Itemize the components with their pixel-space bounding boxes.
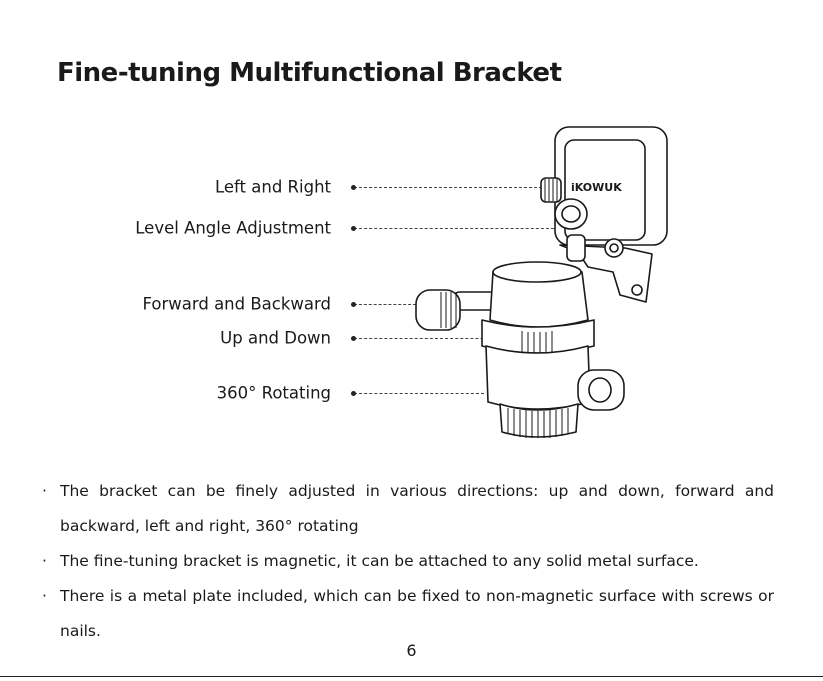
list-item: · There is a metal plate included, which… xyxy=(42,579,774,649)
bracket-illustration: iKOWUK xyxy=(415,126,668,438)
leader-line-level-angle xyxy=(351,225,559,231)
leader-dot xyxy=(351,225,356,231)
brand-logo: iKOWUK xyxy=(571,181,622,194)
bullet-mark: · xyxy=(42,482,47,500)
list-item: · The bracket can be finely adjusted in … xyxy=(42,474,774,544)
leader-line-left-right xyxy=(351,184,542,190)
callout-left-right: Left and Right xyxy=(214,177,331,197)
callout-forward-backward: Forward and Backward xyxy=(142,294,331,314)
bullet-text: The fine-tuning bracket is magnetic, it … xyxy=(60,552,699,570)
list-item: · The fine-tuning bracket is magnetic, i… xyxy=(42,544,774,579)
leader-line-forward-backward xyxy=(351,301,416,307)
left-right-knob xyxy=(540,177,562,203)
bullet-mark: · xyxy=(42,552,47,570)
leader-line-up-down xyxy=(351,335,524,341)
page-title: Fine-tuning Multifunctional Bracket xyxy=(57,58,562,88)
callout-up-down: Up and Down xyxy=(220,328,331,348)
callout-level-angle: Level Angle Adjustment xyxy=(135,218,331,238)
feature-list: · The bracket can be finely adjusted in … xyxy=(42,474,774,649)
leader-line-360-rotating xyxy=(351,390,484,396)
leader-dot xyxy=(351,335,356,341)
rotating-base xyxy=(485,345,591,410)
forward-backward-knob xyxy=(415,289,461,331)
leader-dot xyxy=(351,184,356,190)
bullet-text: There is a metal plate included, which c… xyxy=(60,587,774,640)
leader-dot xyxy=(351,390,356,396)
bullet-text: The bracket can be finely adjusted in va… xyxy=(60,482,774,535)
page-number: 6 xyxy=(406,641,417,660)
leader-dot xyxy=(351,301,356,307)
footer-rule xyxy=(0,676,823,677)
bullet-mark: · xyxy=(42,587,47,605)
callout-360-rotating: 360° Rotating xyxy=(216,383,331,403)
